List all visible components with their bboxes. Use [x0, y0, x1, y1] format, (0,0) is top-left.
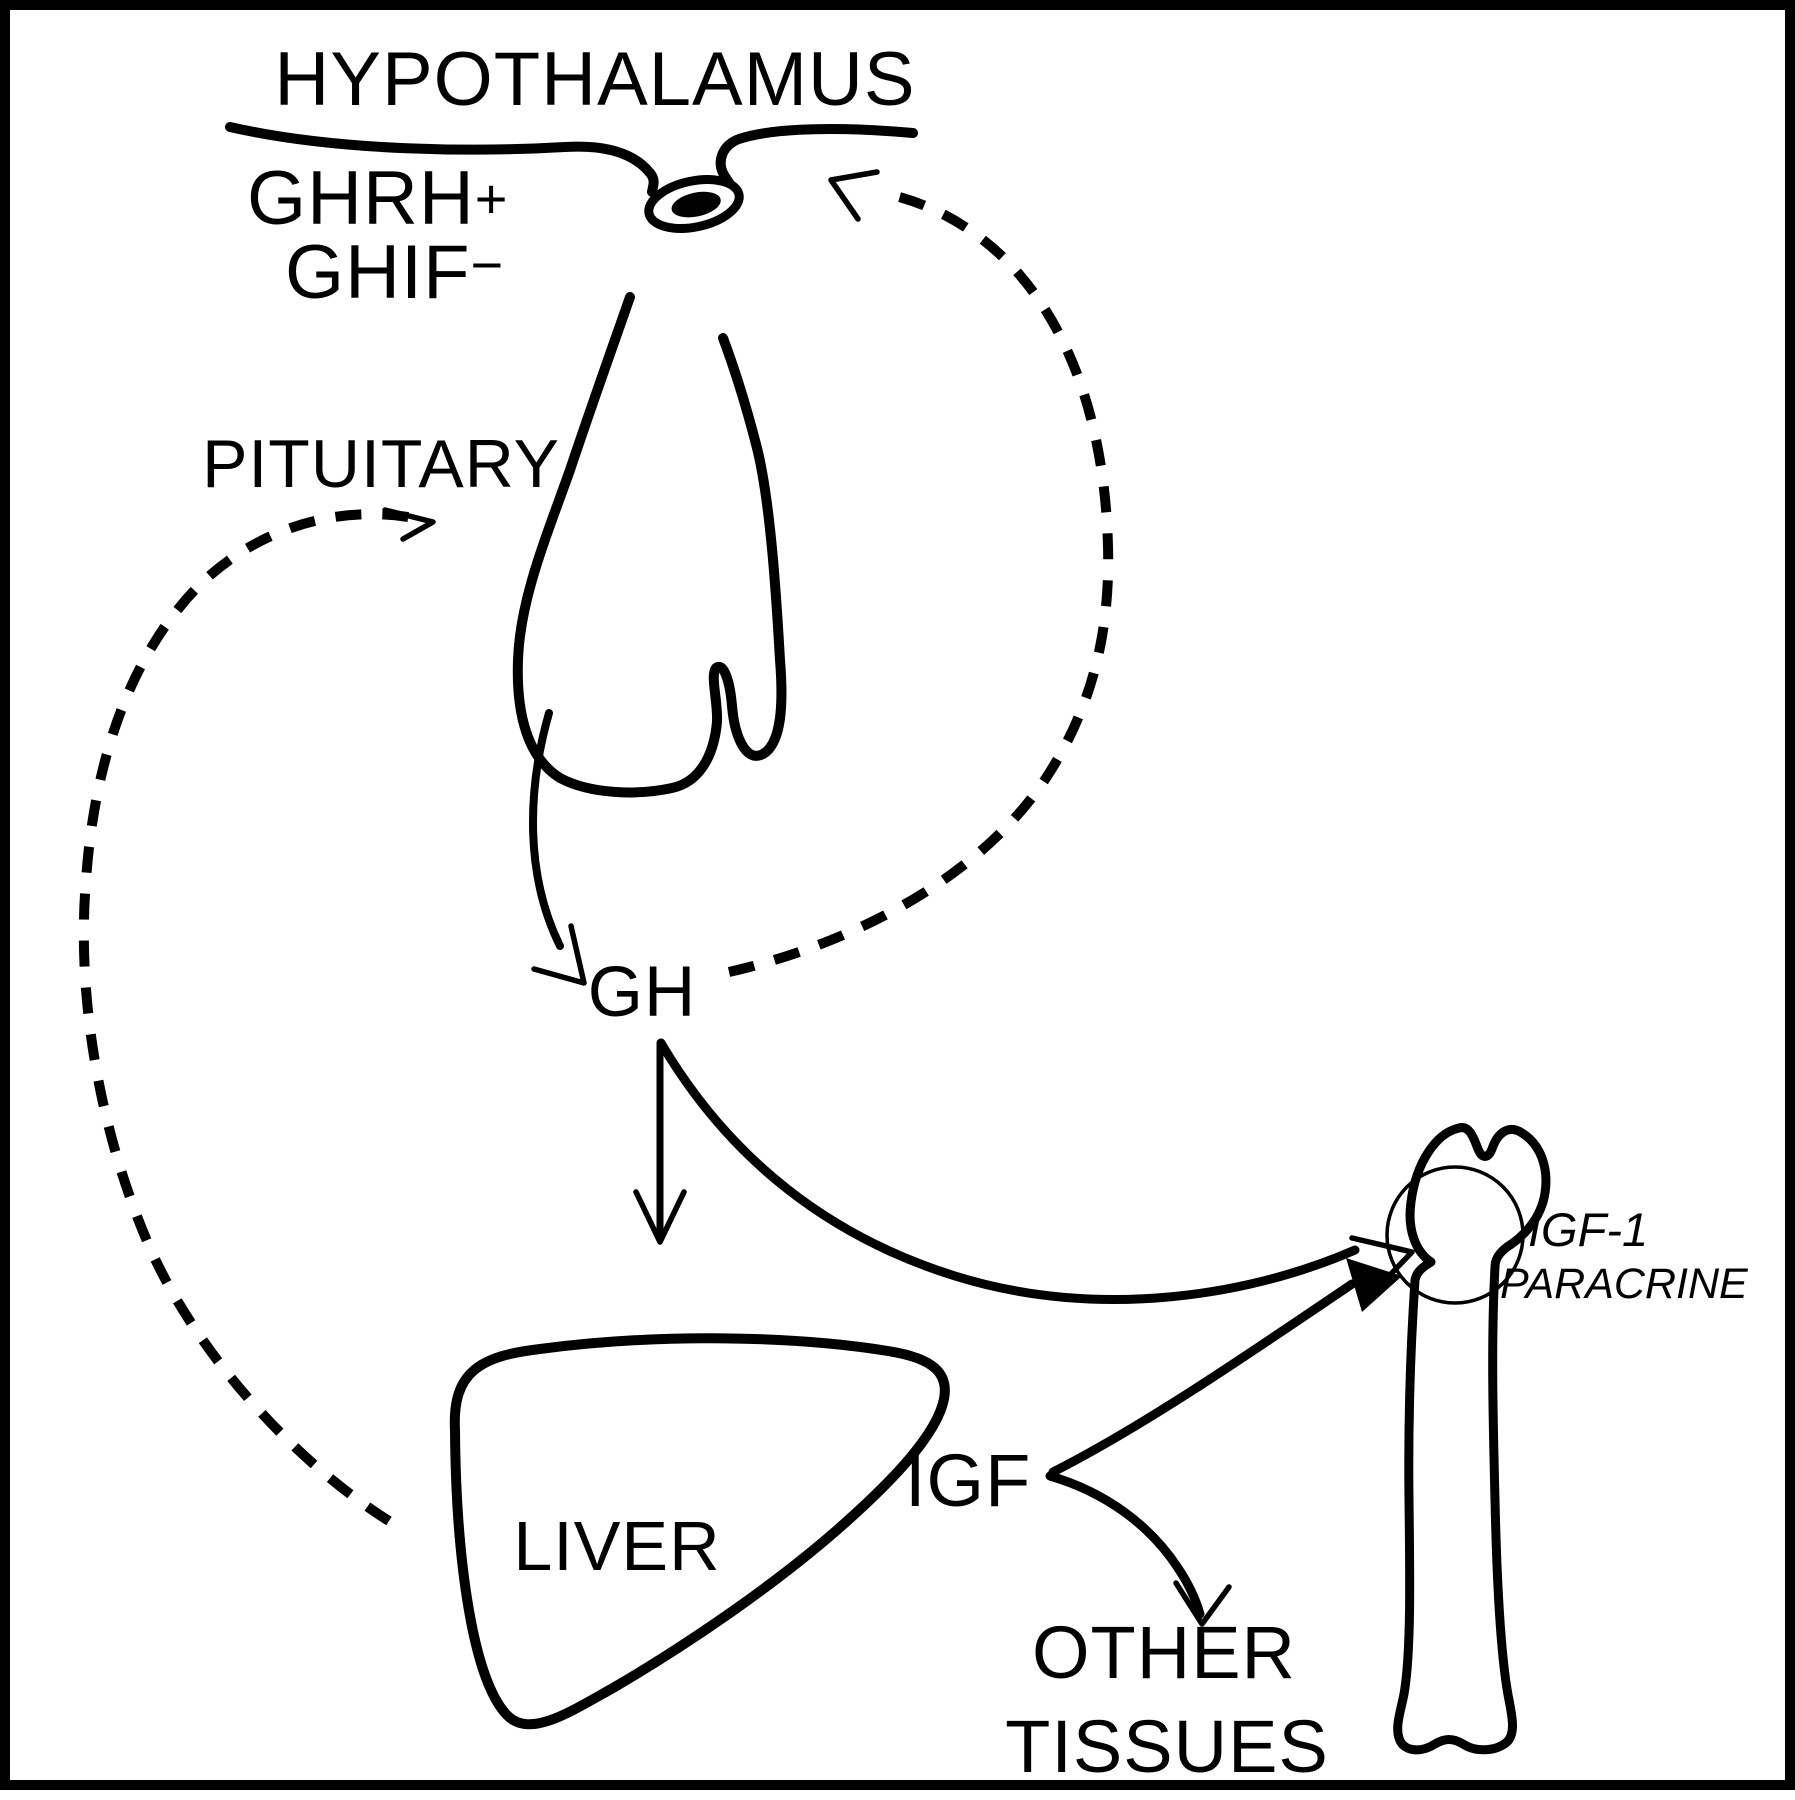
arrow-igf-to-bone-head: [1346, 1258, 1402, 1312]
ghrh-label: GHRH+: [247, 156, 508, 241]
feedback-liver-dashed-line: [78, 509, 426, 1526]
igf1-paracrine-line1: IGF-1: [1528, 1203, 1648, 1256]
feedback-gh-dashed-line: [727, 188, 1114, 977]
feedback-arrow-gh-to-hypothalamus: [727, 169, 1114, 977]
ghif-text: GHIF: [285, 230, 471, 315]
arrow-gh-to-bone-line: [656, 1038, 1360, 1304]
ghrh-plus-sign: +: [475, 167, 509, 230]
arrow-gh-to-bone: [656, 1038, 1415, 1304]
arrow-pituitary-to-gh-head: [531, 923, 587, 986]
igf-label: IGF: [905, 1439, 1031, 1522]
ghif-minus-sign: −: [471, 233, 505, 296]
median-eminence-inner-dot: [671, 191, 721, 218]
ghif-label: GHIF−: [285, 230, 504, 315]
feedback-arrow-liver-to-pituitary: [78, 507, 436, 1526]
arrow-pituitary-to-gh: [529, 709, 587, 986]
other-tissues-line2: TISSUES: [1005, 1705, 1329, 1788]
arrow-igf-to-bone-line: [1048, 1279, 1357, 1477]
arrow-gh-to-liver: [633, 1040, 687, 1245]
liver-label: LIVER: [513, 1507, 720, 1585]
hypothalamus-outline-left: [225, 122, 659, 197]
other-tissues-label: OTHER TISSUES: [1005, 1611, 1329, 1788]
other-tissues-line1: OTHER: [1032, 1611, 1296, 1694]
feedback-gh-arrowhead: [828, 169, 880, 222]
arrow-gh-to-liver-head: [633, 1189, 687, 1245]
ghrh-text: GHRH: [247, 156, 475, 241]
paracrine-site-circle: [1385, 1165, 1525, 1305]
arrow-igf-to-other-line: [1045, 1471, 1205, 1619]
hypothalamus-outline-right: [715, 124, 918, 204]
arrow-pituitary-to-gh-line: [529, 709, 564, 950]
pituitary-region: PITUITARY: [202, 292, 787, 798]
arrow-igf-to-bone: [1048, 1258, 1402, 1477]
bone-region: IGF-1 PARACRINE: [1385, 1123, 1749, 1755]
gh-label: GH: [588, 953, 697, 1032]
liver-drawing: [449, 1333, 950, 1730]
bone-drawing: [1393, 1123, 1551, 1755]
feedback-liver-arrowhead: [382, 507, 436, 542]
hypothalamus-label: HYPOTHALAMUS: [274, 37, 915, 122]
pituitary-gland-drawing: [512, 292, 787, 798]
pituitary-label: PITUITARY: [202, 426, 560, 502]
hypothalamus-region: HYPOTHALAMUS GHRH+ GHIF−: [225, 37, 918, 315]
median-eminence-drawing: [644, 175, 744, 233]
arrow-igf-to-other-head: [1173, 1580, 1232, 1627]
liver-region: LIVER: [449, 1333, 950, 1730]
igf1-paracrine-line2: PARACRINE: [1500, 1260, 1749, 1308]
arrow-igf-to-other-tissues: [1045, 1471, 1232, 1627]
